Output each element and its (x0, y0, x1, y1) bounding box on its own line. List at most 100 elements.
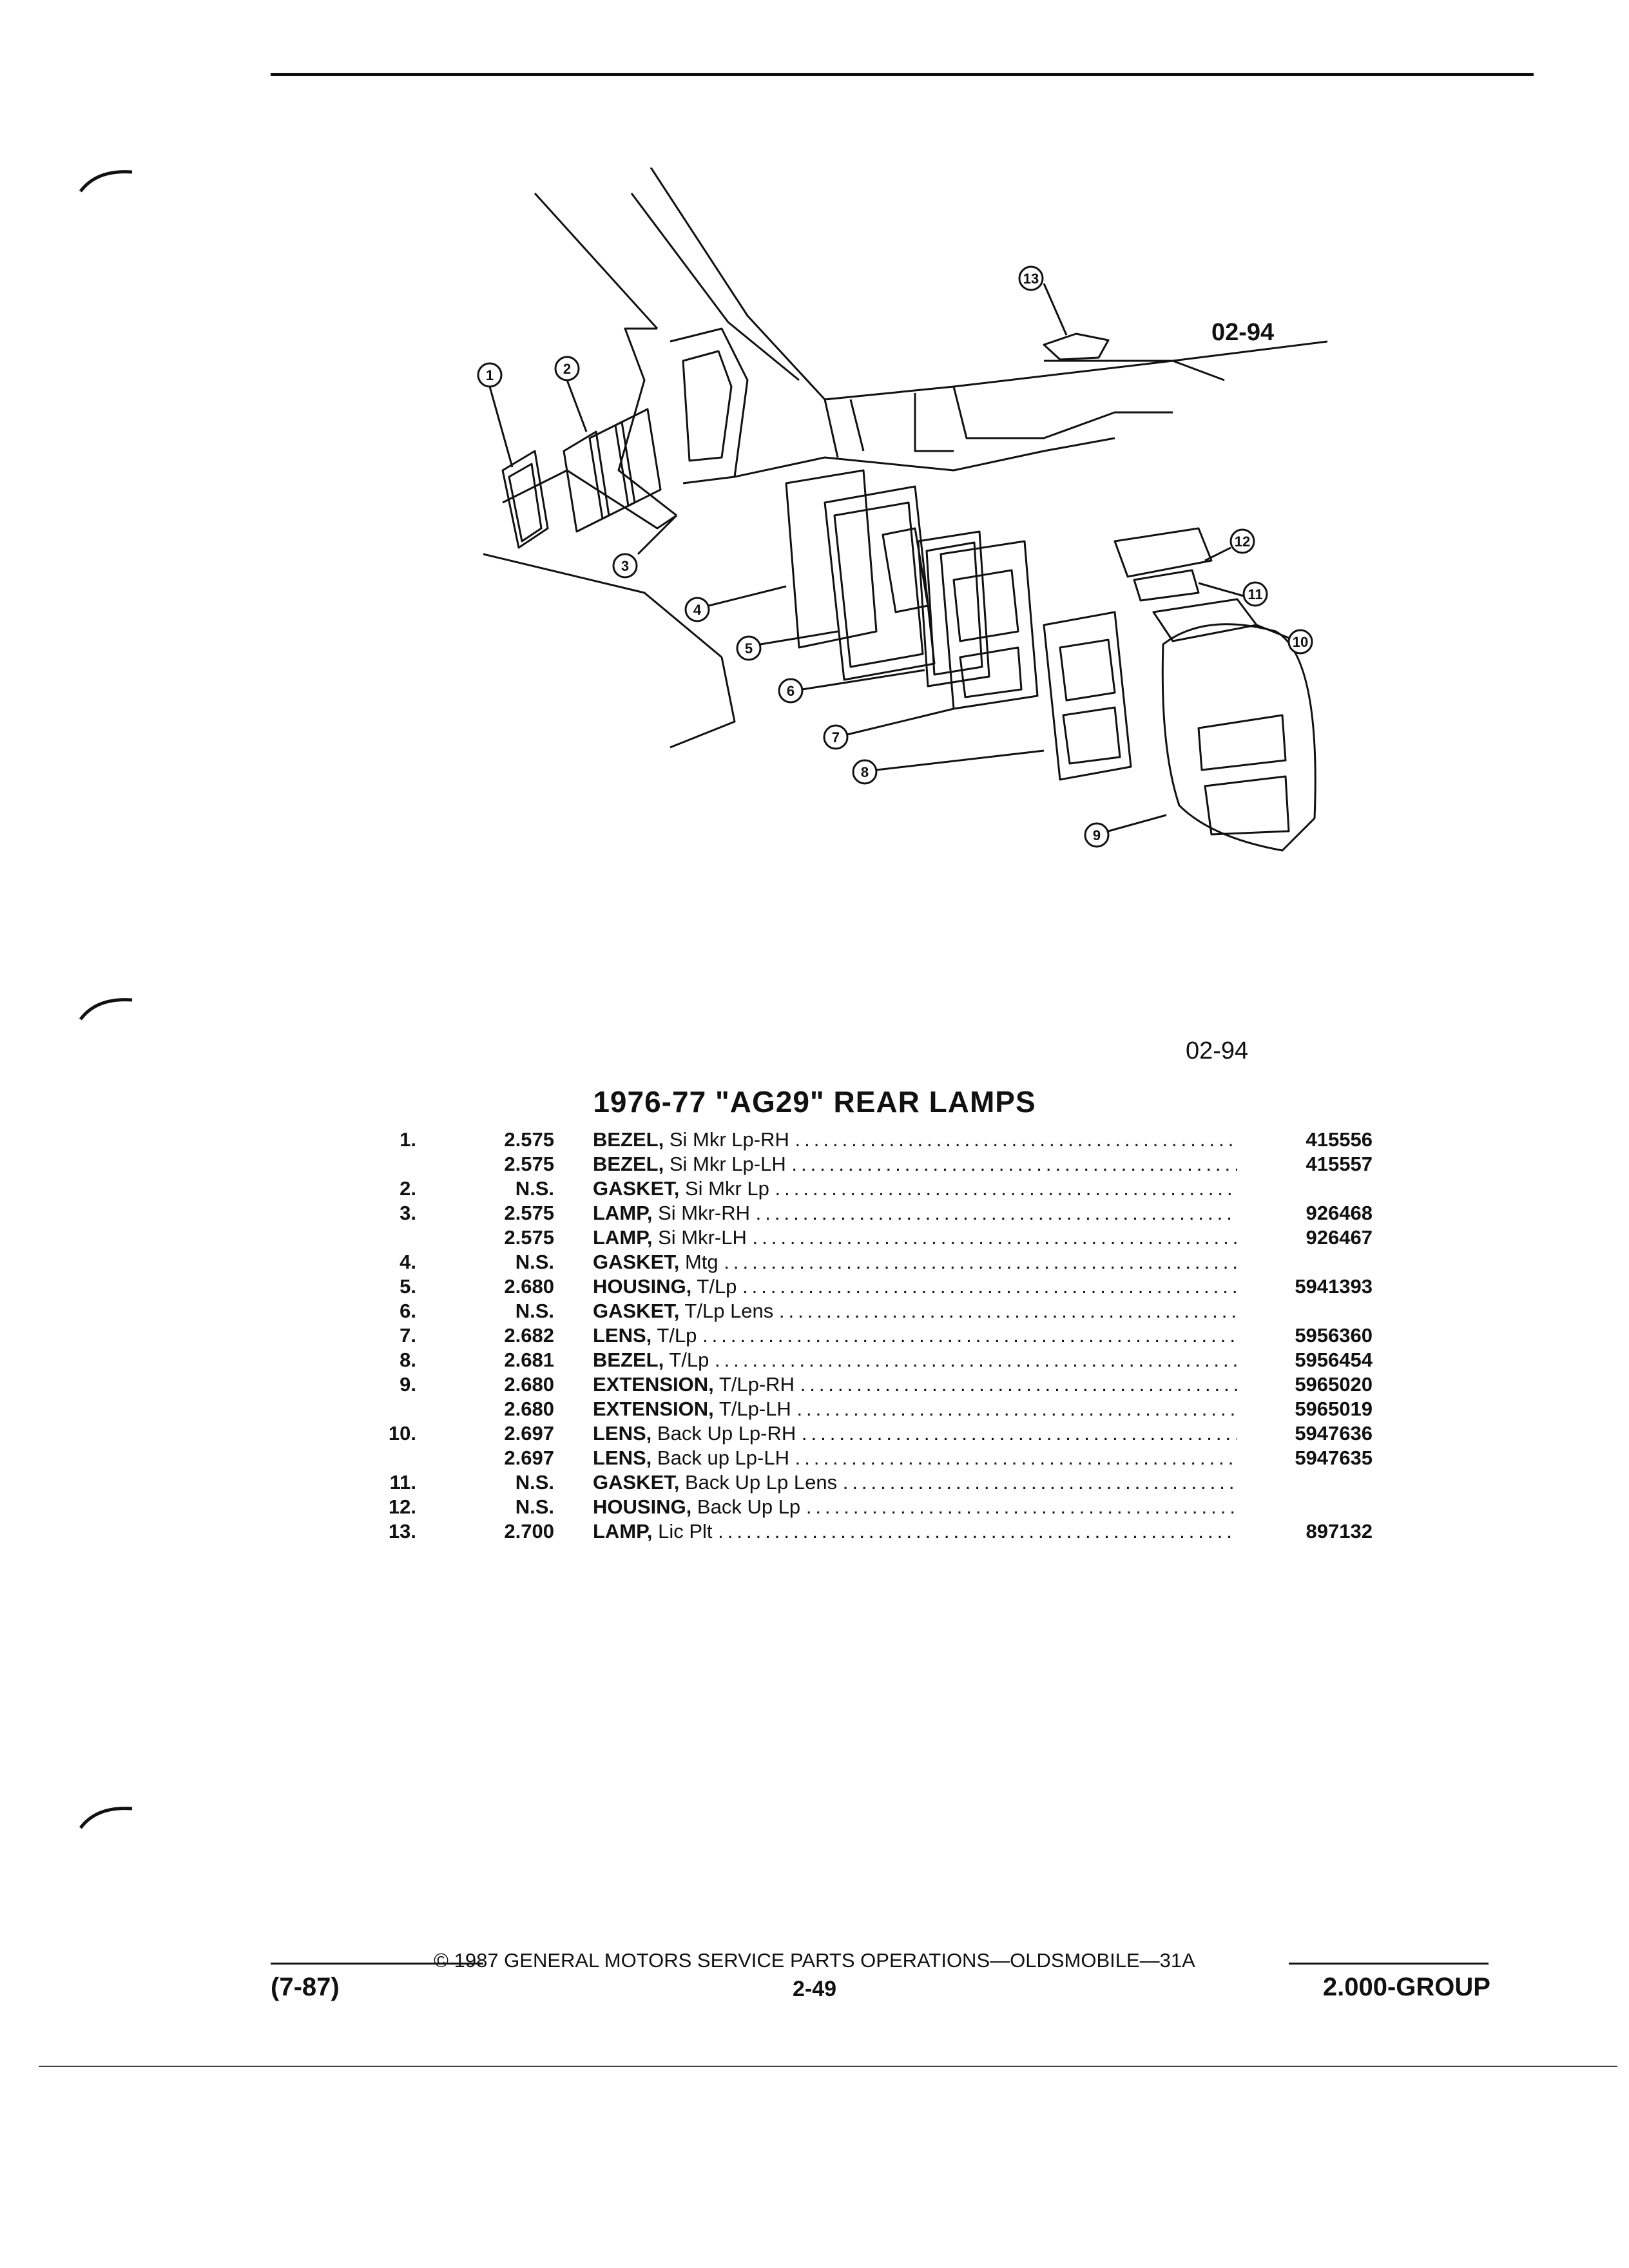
part-description: GASKET, Back Up Lp Lens ................… (593, 1470, 1237, 1495)
part-description: GASKET, T/Lp Lens ......................… (593, 1299, 1237, 1323)
item-number: 2. (400, 1177, 416, 1200)
item-number: 9. (400, 1373, 416, 1396)
callout-11-circle (1242, 581, 1268, 607)
group-number: 2.575 (504, 1202, 554, 1224)
part-number: 5965019 (1295, 1398, 1373, 1420)
part-spec: T/Lp-RH (718, 1373, 795, 1396)
callout-13-label: 13 (1023, 271, 1039, 287)
leader-dots: ........................................… (801, 1422, 1237, 1445)
callout-3-circle (612, 553, 638, 579)
item-number: 10. (388, 1422, 416, 1445)
part-name: GASKET, (593, 1251, 680, 1273)
callout-2-label: 2 (563, 361, 571, 377)
group-number: 2.575 (504, 1226, 554, 1249)
part-name: LAMP, (593, 1520, 653, 1542)
leader-dots: ........................................… (724, 1251, 1237, 1273)
item-number: 1. (400, 1128, 416, 1151)
part-number: 926467 (1306, 1226, 1373, 1249)
part-spec: Mtg (684, 1251, 718, 1273)
part-spec: Lic Plt (658, 1520, 713, 1542)
callout-4-label: 4 (693, 602, 702, 618)
part-spec: T/Lp Lens (684, 1300, 774, 1322)
callout-10-label: 10 (1293, 634, 1308, 650)
top-rule (271, 73, 1534, 76)
group-number: 2.680 (504, 1275, 554, 1298)
part-spec: Back Up Lp-RH (657, 1422, 796, 1445)
part-name: BEZEL, (593, 1128, 664, 1151)
group-number: N.S. (515, 1495, 554, 1518)
part-number: 5941393 (1295, 1275, 1373, 1298)
footer-rule-left (271, 1963, 483, 1965)
callout-1-circle (477, 362, 503, 388)
callout-2-circle (554, 356, 580, 381)
group-number: 2.697 (504, 1422, 554, 1445)
bottom-rule (39, 2066, 1617, 2067)
callout-6-circle (778, 678, 804, 704)
part-spec: T/Lp (657, 1324, 697, 1347)
section-title: 1976-77 "AG29" REAR LAMPS (593, 1085, 1036, 1119)
leader-dots: ........................................… (752, 1226, 1237, 1249)
item-number: 5. (400, 1275, 416, 1298)
group-number: N.S. (515, 1177, 554, 1200)
part-name: LAMP, (593, 1226, 653, 1249)
callout-12-circle (1229, 528, 1255, 554)
item-number: 6. (400, 1300, 416, 1322)
group-number: 2.681 (504, 1349, 554, 1371)
leader-dots: ........................................… (796, 1398, 1237, 1420)
part-description: EXTENSION, T/Lp-RH .....................… (593, 1372, 1237, 1397)
leader-dots: ........................................… (702, 1324, 1237, 1347)
callout-5-label: 5 (745, 640, 753, 657)
callout-7-label: 7 (832, 729, 840, 745)
item-number: 3. (400, 1202, 416, 1224)
callout-12-label: 12 (1235, 533, 1250, 550)
leader-dots: ........................................… (795, 1446, 1237, 1469)
callout-4-circle (684, 597, 710, 622)
part-name: HOUSING, (593, 1275, 692, 1298)
part-name: LENS, (593, 1446, 652, 1469)
group-number: 2.700 (504, 1520, 554, 1542)
callout-9-label: 9 (1093, 827, 1101, 843)
leader-dots: ........................................… (805, 1495, 1237, 1518)
part-description: GASKET, Mtg ............................… (593, 1250, 1237, 1274)
part-name: BEZEL, (593, 1349, 664, 1371)
part-description: LENS, Back Up Lp-RH ....................… (593, 1421, 1237, 1446)
part-name: EXTENSION, (593, 1373, 714, 1396)
callout-13-circle (1018, 265, 1044, 291)
part-name: LENS, (593, 1324, 652, 1347)
part-description: GASKET, Si Mkr Lp ......................… (593, 1177, 1237, 1201)
part-spec: Si Mkr Lp-RH (669, 1128, 789, 1151)
item-number: 12. (388, 1495, 416, 1518)
item-number: 7. (400, 1324, 416, 1347)
part-number: 5956360 (1295, 1324, 1373, 1347)
item-number: 8. (400, 1349, 416, 1371)
part-spec: T/Lp (697, 1275, 737, 1298)
part-number: 5956454 (1295, 1349, 1373, 1371)
part-description: BEZEL, Si Mkr Lp-RH ....................… (593, 1128, 1237, 1152)
part-description: EXTENSION, T/Lp-LH .....................… (593, 1397, 1237, 1421)
callout-3-label: 3 (621, 558, 629, 574)
part-description: LENS, Back up Lp-LH ....................… (593, 1446, 1237, 1470)
leader-dots: ........................................… (742, 1275, 1237, 1298)
callout-6-label: 6 (787, 683, 795, 699)
callout-1-label: 1 (486, 367, 494, 383)
part-spec: Back Up Lp Lens (684, 1471, 838, 1494)
part-name: BEZEL, (593, 1153, 664, 1175)
part-number: 5947635 (1295, 1446, 1373, 1469)
part-number: 5947636 (1295, 1422, 1373, 1445)
item-number: 11. (389, 1471, 416, 1494)
callout-7-circle (823, 724, 849, 750)
part-spec: Si Mkr-RH (658, 1202, 750, 1224)
part-description: BEZEL, Si Mkr Lp-LH ....................… (593, 1152, 1237, 1177)
footer-copyright: © 1987 GENERAL MOTORS SERVICE PARTS OPER… (434, 1949, 1195, 1972)
margin-mark-middle (79, 998, 133, 1021)
margin-mark-bottom (79, 1807, 133, 1829)
leader-dots: ........................................… (718, 1520, 1237, 1542)
part-name: HOUSING, (593, 1495, 692, 1518)
part-name: LENS, (593, 1422, 652, 1445)
group-number: N.S. (515, 1251, 554, 1273)
part-number: 897132 (1306, 1520, 1373, 1542)
group-number: N.S. (515, 1300, 554, 1322)
part-number: 415556 (1306, 1128, 1373, 1151)
callout-5-circle (736, 635, 762, 661)
part-spec: Back up Lp-LH (657, 1446, 789, 1469)
